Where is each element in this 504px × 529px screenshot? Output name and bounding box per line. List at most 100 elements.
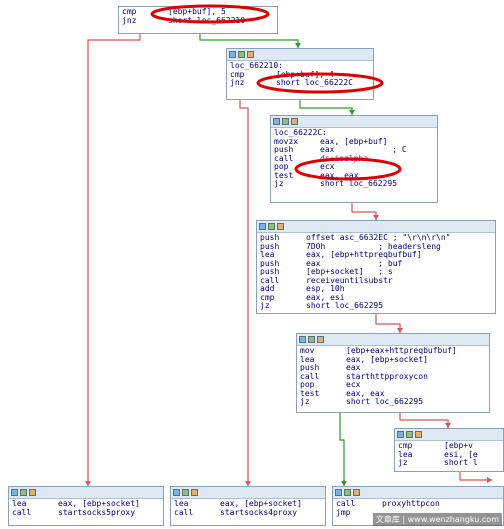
- color-icon[interactable]: [406, 431, 413, 438]
- edge-n2-n8-false: [239, 100, 249, 486]
- graph-icon[interactable]: [11, 489, 18, 496]
- operand: eax, esi: [306, 292, 345, 302]
- asm-line[interactable]: push[ebp+socket] ; s: [260, 267, 492, 277]
- graph-icon[interactable]: [397, 431, 404, 438]
- mnemonic: push: [274, 145, 294, 154]
- edge-n1-n2-true: [199, 34, 299, 48]
- group-icon[interactable]: [277, 223, 284, 230]
- group-icon[interactable]: [317, 336, 324, 343]
- block-title-bar: [395, 429, 503, 441]
- edge-n5-n9: [339, 413, 345, 486]
- group-icon[interactable]: [291, 118, 298, 125]
- group-icon[interactable]: [353, 489, 360, 496]
- mnemonic: call: [12, 507, 32, 517]
- asm-line[interactable]: mov[ebp+eax+httpreqbufbuf]: [300, 346, 486, 356]
- mnemonic: cmp: [122, 7, 137, 16]
- block-title-bar: [9, 487, 163, 499]
- edge-n1-n2-true-arrow: [295, 43, 301, 48]
- color-icon[interactable]: [344, 489, 351, 496]
- edge-n1-n7-false-arrow: [85, 481, 91, 486]
- mnemonic: call: [260, 275, 280, 285]
- mnemonic: call: [300, 371, 320, 381]
- color-icon[interactable]: [182, 489, 189, 496]
- graph-icon[interactable]: [229, 51, 236, 58]
- edge-n4-n5-arrow: [397, 328, 403, 333]
- edge-n2-n8-false-arrow: [245, 481, 251, 486]
- group-icon[interactable]: [247, 51, 254, 58]
- mnemonic: push: [260, 267, 280, 276]
- operand: short l: [444, 458, 478, 467]
- operand: short loc_662210: [168, 15, 246, 25]
- edge-n1-n7-false: [87, 34, 141, 486]
- graph-icon[interactable]: [299, 336, 306, 343]
- operand: eax, [ebp+buf]: [320, 136, 388, 146]
- color-icon[interactable]: [20, 489, 27, 496]
- mnemonic: lea: [398, 449, 413, 459]
- graph-icon[interactable]: [173, 489, 180, 496]
- block-title-bar: [271, 116, 437, 128]
- group-icon[interactable]: [191, 489, 198, 496]
- operand: short loc_662295: [346, 397, 424, 406]
- edge-n5-n6: [399, 413, 449, 428]
- color-icon[interactable]: [282, 118, 289, 125]
- color-icon[interactable]: [308, 336, 315, 343]
- graph-icon[interactable]: [273, 118, 280, 125]
- color-icon[interactable]: [268, 223, 275, 230]
- graph-icon[interactable]: [335, 489, 342, 496]
- graph-icon[interactable]: [259, 223, 266, 230]
- color-icon[interactable]: [238, 51, 245, 58]
- group-icon[interactable]: [415, 431, 422, 438]
- asm-line[interactable]: jmp: [336, 508, 500, 518]
- block-title-bar: [333, 487, 503, 499]
- mnemonic: push: [260, 241, 280, 251]
- group-icon[interactable]: [29, 489, 36, 496]
- mnemonic: cmp: [398, 441, 413, 450]
- operand: short loc_662295: [320, 179, 398, 188]
- operand: offset asc_6632EC ; "\r\n\r\n": [306, 233, 451, 242]
- block-title-bar: [227, 49, 373, 61]
- asm-line[interactable]: cmp[ebp+v: [398, 441, 500, 451]
- watermark: 文章库 | www.wenzhangku.com: [372, 513, 502, 526]
- mnemonic: jnz: [230, 78, 245, 87]
